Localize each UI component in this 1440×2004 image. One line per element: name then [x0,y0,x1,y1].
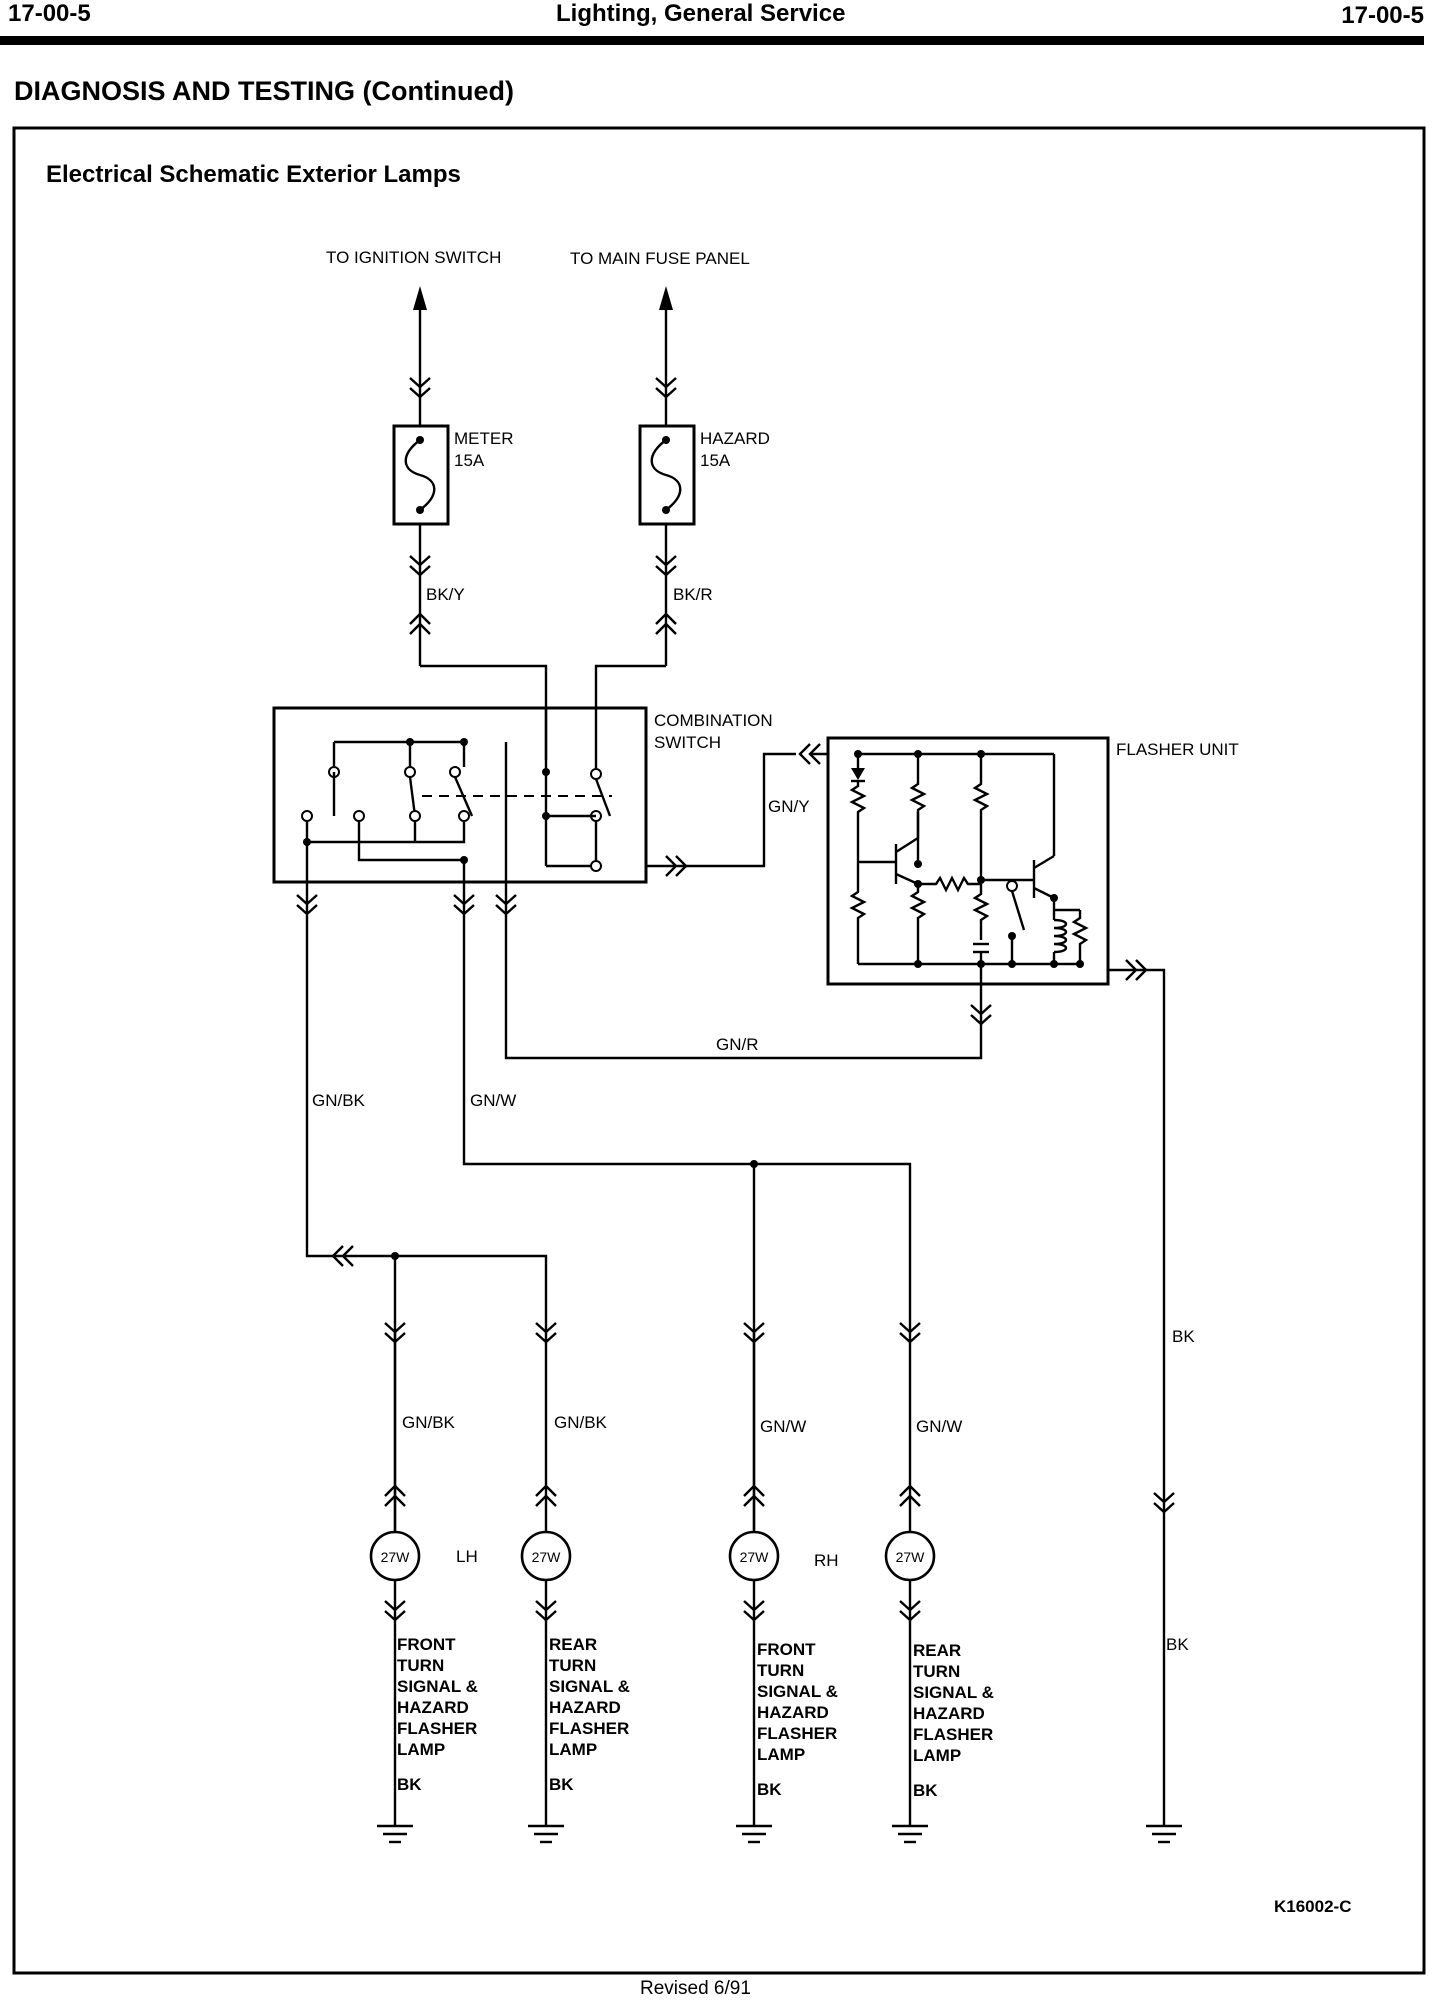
revision-footer: Revised 6/91 [640,1978,751,1999]
lamp-rh-rear [884,1321,936,1844]
hazard-fuse-name: HAZARD [700,429,770,448]
hazard-fuse [638,424,696,526]
figure-frame [12,126,1426,1975]
lamp-4-line-2: TURN [913,1662,960,1681]
wire-bky-label: BK/Y [426,585,465,604]
page-number-left: 17-00-5 [8,0,91,27]
lamp-1-line-1: FRONT [397,1635,456,1654]
lamp-1-line-5: FLASHER [397,1719,477,1738]
hazard-fuse-rating: 15A [700,451,731,470]
wire-bk-ground [1108,959,1182,1844]
lamp-1-rating: 27W [381,1549,411,1565]
wire-gnbk-main-label: GN/BK [312,1091,366,1110]
lamp-2-line-3: SIGNAL & [549,1677,630,1696]
lamp-3-line-4: HAZARD [757,1703,829,1722]
wire-bk-lower-label: BK [1166,1635,1189,1654]
lamp-4-wire-label: GN/W [916,1417,962,1436]
lamp-lh-rear [520,1321,572,1844]
lamp-rh-front [728,1321,780,1844]
lamp-2-line-2: TURN [549,1656,596,1675]
wire-bk-mid-label: BK [1172,1327,1195,1346]
figure-code: K16002-C [1274,1897,1352,1916]
lamp-1-line-4: HAZARD [397,1698,469,1717]
rh-label: RH [814,1551,839,1570]
lamp-3-wire-label: GN/W [760,1417,806,1436]
lamp-3-line-1: FRONT [757,1640,816,1659]
lamp-1-wire-label: GN/BK [402,1413,456,1432]
wire-bkr-label: BK/R [673,585,713,604]
lamp-3-description: FRONT TURN SIGNAL & HAZARD FLASHER LAMP … [757,1640,838,1799]
lamp-3-line-2: TURN [757,1661,804,1680]
lamp-2-line-4: HAZARD [549,1698,621,1717]
header-rule [0,36,1424,45]
lamp-1-line-2: TURN [397,1656,444,1675]
lamp-2-line-5: FLASHER [549,1719,629,1738]
figure-title: Electrical Schematic Exterior Lamps [46,161,461,188]
lamp-3-ground: BK [757,1780,782,1799]
lamp-2-ground: BK [549,1775,574,1794]
lamp-2-description: REAR TURN SIGNAL & HAZARD FLASHER LAMP B… [549,1635,630,1794]
combination-switch-label-2: SWITCH [654,733,721,752]
wire-gnr [494,882,993,1060]
wire-gnw-main [452,882,912,1530]
lamp-lh-front [369,1321,421,1844]
lamp-1-line-3: SIGNAL & [397,1677,478,1696]
lamp-4-rating: 27W [896,1549,926,1565]
lamp-4-line-3: SIGNAL & [913,1683,994,1702]
lamp-4-line-4: HAZARD [913,1704,985,1723]
lamp-3-rating: 27W [740,1549,770,1565]
lamp-2-line-6: LAMP [549,1740,597,1759]
hazard-output-wire [594,524,678,774]
lamp-4-ground: BK [913,1781,938,1800]
page-number-right: 17-00-5 [1341,2,1424,29]
page-header: 17-00-5 Lighting, General Service 17-00-… [0,0,1440,45]
flasher-unit [826,736,1110,986]
lamp-2-wire-label: GN/BK [554,1413,608,1432]
main-fuse-feed-wire [654,286,678,426]
lamp-2-rating: 27W [532,1549,562,1565]
wire-gnw-main-label: GN/W [470,1091,516,1110]
wire-gny-label: GN/Y [768,797,810,816]
ignition-label: TO IGNITION SWITCH [326,248,501,267]
wire-gnr-label: GN/R [716,1035,759,1054]
lamp-1-description: FRONT TURN SIGNAL & HAZARD FLASHER LAMP … [397,1635,478,1794]
combination-switch-label-1: COMBINATION [654,711,773,730]
lamp-4-line-1: REAR [913,1641,961,1660]
wire-gnbk-main [295,882,548,1530]
lamp-2-line-1: REAR [549,1635,597,1654]
section-title: DIAGNOSIS AND TESTING (Continued) [14,76,514,106]
meter-fuse [392,424,450,526]
meter-output-wire [408,524,548,760]
lamp-4-line-5: FLASHER [913,1725,993,1744]
lamp-3-line-5: FLASHER [757,1724,837,1743]
lamp-1-ground: BK [397,1775,422,1794]
wire-gny [646,743,828,877]
lh-label: LH [456,1547,478,1566]
lamp-3-line-6: LAMP [757,1745,805,1764]
lamp-4-line-6: LAMP [913,1746,961,1765]
lamp-1-line-6: LAMP [397,1740,445,1759]
chapter-title: Lighting, General Service [556,0,846,27]
ignition-feed-wire [408,286,432,426]
meter-fuse-name: METER [454,429,514,448]
main-fuse-label: TO MAIN FUSE PANEL [570,249,750,268]
lamp-4-description: REAR TURN SIGNAL & HAZARD FLASHER LAMP B… [913,1641,994,1800]
flasher-unit-label: FLASHER UNIT [1116,740,1239,759]
lamp-3-line-3: SIGNAL & [757,1682,838,1701]
meter-fuse-rating: 15A [454,451,485,470]
combination-switch [272,706,648,884]
